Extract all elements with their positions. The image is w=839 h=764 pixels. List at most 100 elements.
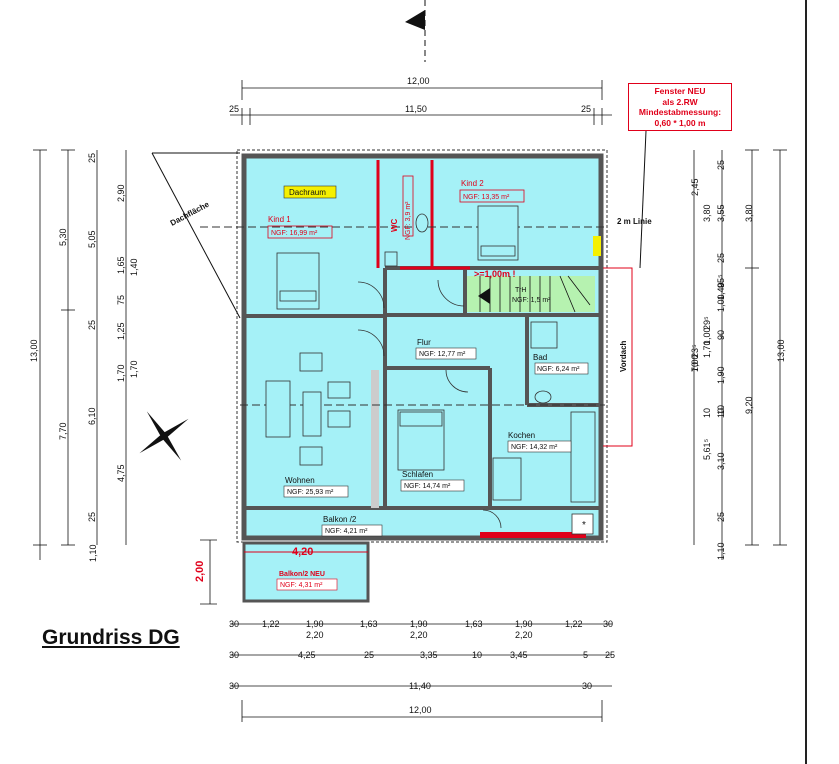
dim-top-mid: 11,50 [405, 104, 427, 114]
wc-area: NGF: 3,9 m² [405, 201, 412, 240]
dim-right-col3-3: 95⁵ [716, 274, 726, 288]
dim-right-col2-5: 5,61⁵ [702, 438, 712, 460]
page-edge [805, 0, 807, 764]
label-vordach: Vordach [619, 340, 628, 372]
dim-left-col3-1: 5,05 [87, 230, 97, 248]
dim-left-col3-0: 25 [87, 153, 97, 163]
dim-bottom-row1-4: 1,90 [410, 619, 428, 629]
balkon-neu [242, 541, 370, 603]
dim-right-col2-1: 29⁵ [702, 316, 712, 330]
dim-left-col3-4: 25 [87, 512, 97, 522]
room-schlafen-area: NGF: 14,74 m² [404, 483, 451, 490]
room-kind1-area: NGF: 16,99 m² [271, 230, 318, 237]
dim-bottom-row2-7: 25 [605, 650, 615, 660]
dim-bottom-row1-sub-0: 2,20 [306, 630, 324, 640]
dim-bottom-row2-6: 5 [583, 650, 588, 660]
dim-left-col3-2: 25 [87, 320, 97, 330]
dim-right-col2-0: 3,80 [702, 204, 712, 222]
room-kind2-name: Kind 2 [461, 179, 484, 188]
dim-right-col1-3: 1,00 [690, 354, 700, 372]
dim-left-col5-0: 1,40 [129, 258, 139, 276]
dim-right-col3-7: 90 [716, 330, 726, 340]
dim-right-col3-10: 3,10 [716, 452, 726, 470]
dim-left-outer-0: 13,00 [29, 339, 39, 362]
dim-right-col1-0: 2,45 [690, 178, 700, 196]
compass-rose-icon [139, 411, 189, 461]
dim-bottom-row1-7: 1,22 [565, 619, 583, 629]
plan-title: Grundriss DG [42, 626, 180, 649]
dim-right-col3-5: 1,40 [716, 282, 726, 300]
dim-bottom-row1-1: 1,22 [262, 619, 280, 629]
dim-top-left: 25 [229, 104, 239, 114]
dim-bottom-row1-8: 30 [603, 619, 613, 629]
dim-bottom-row1-2: 1,90 [306, 619, 324, 629]
room-flur-area: NGF: 12,77 m² [419, 351, 466, 358]
dim-top-right: 25 [581, 104, 591, 114]
dim-left-col4-2: 75 [116, 295, 126, 305]
room-balkon-name: Balkon /2 [323, 515, 357, 524]
note-line-1: Fenster NEU [654, 86, 706, 96]
dim-bottom-row1-sub-1: 2,20 [410, 630, 428, 640]
dim-bottom-row1-3: 1,63 [360, 619, 378, 629]
dim-right-col3-0: 25 [716, 160, 726, 170]
stove-icon: * [582, 520, 586, 531]
room-wohnen-name: Wohnen [285, 476, 315, 485]
label-dachraum: Dachraum [289, 188, 326, 197]
dim-right-col3-11: 25 [716, 512, 726, 522]
dim-bottom-row2-1: 4,25 [298, 650, 316, 660]
dim-right-col1-1: 23⁵ [690, 344, 700, 358]
note-line-4: 0,60 * 1,00 m [654, 117, 706, 128]
dim-bottom-total: 12,00 [409, 705, 432, 715]
room-kind2-area: NGF: 13,35 m² [463, 194, 510, 201]
dim-bottom-row3-2: 30 [582, 681, 592, 691]
dim-right-col3-9: 10 [716, 408, 726, 418]
room-kochen-name: Kochen [508, 431, 535, 440]
dim-right-col2-4: 10 [702, 408, 712, 418]
dim-left-col5-1: 1,70 [129, 360, 139, 378]
dim-bottom-row1-6: 1,90 [515, 619, 533, 629]
room-wohnen-area: NGF: 25,93 m² [287, 489, 334, 496]
room-bad-name: Bad [533, 353, 547, 362]
dim-bottom-row2-2: 25 [364, 650, 374, 660]
dim-left-col4-4: 1,70 [116, 364, 126, 382]
dim-right-col3-12: 1,10 [716, 542, 726, 560]
fenster-note: Fenster NEU als 2.RW Mindestabmessung: 0… [628, 83, 732, 131]
dim-bottom-row3-1: 11,40 [409, 681, 431, 691]
dim-left-col4-1: 1,65 [116, 256, 126, 274]
dim-right-col3-8: 1,90 [716, 366, 726, 384]
room-kind1-name: Kind 1 [268, 215, 291, 224]
dim-right-col4-0: 3,80 [744, 204, 754, 222]
dim-right-col2-2: 1,70 [702, 340, 712, 358]
balkon-neu-width: 4,20 [292, 546, 313, 558]
dim-bottom-row1-sub-2: 2,20 [515, 630, 533, 640]
dim-left-col2-0: 5,30 [58, 228, 68, 246]
dim-bottom-row1-5: 1,63 [465, 619, 483, 629]
label-trh: TrH [515, 287, 526, 294]
balkon-neu-depth: 2,00 [194, 561, 206, 582]
dim-bottom-row1-0: 30 [229, 619, 239, 629]
dim-right-col2-3: 1,00 [702, 327, 712, 345]
dim-right-col4-1: 13,00 [776, 339, 786, 362]
dim-left-col4-0: 2,90 [116, 184, 126, 202]
dim-bottom-row2-3: 3,35 [420, 650, 438, 660]
dim-bottom-row2-5: 3,45 [510, 650, 528, 660]
dim-right-col4-2: 9,20 [744, 396, 754, 414]
dim-left-outer-1: 1,10 [88, 544, 98, 562]
room-kochen-area: NGF: 14,32 m² [511, 444, 558, 451]
dim-right-col1-2: 70 [690, 362, 700, 372]
note-line-2: als 2.RW [662, 96, 698, 107]
label-wc: WC [390, 218, 399, 232]
note-line-3: Mindestabmessung: [638, 107, 722, 117]
room-bad-area: NGF: 6,24 m² [537, 366, 580, 373]
dim-bottom-row2-4: 10 [472, 650, 482, 660]
room-flur-name: Flur [417, 338, 431, 347]
dim-right-col3-2: 25 [716, 253, 726, 263]
north-arrow-icon [405, 0, 426, 62]
dim-right-col3-4: 1,00 [716, 294, 726, 312]
dim-bottom-row3-0: 30 [229, 681, 239, 691]
trh-area: NGF: 1,5 m² [512, 297, 551, 304]
dim-left-col3-3: 6,10 [87, 407, 97, 425]
room-schlafen-name: Schlafen [402, 470, 433, 479]
room-balkon-neu-area: NGF: 4,31 m² [280, 582, 323, 589]
